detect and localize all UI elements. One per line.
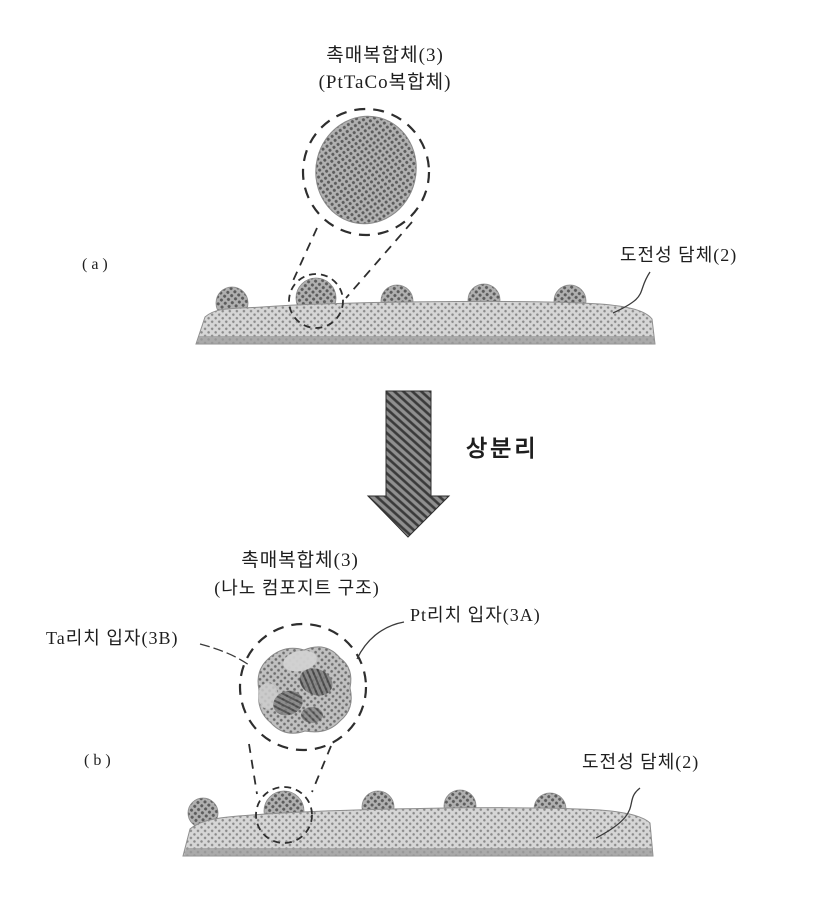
panel-a-drawing <box>195 107 656 345</box>
zoom-cone-left-b <box>248 743 258 795</box>
panel-a-support-label: 도전성 담체(2) <box>620 245 738 265</box>
support-leader-line-a <box>612 271 651 314</box>
composite-particle-a <box>315 115 417 225</box>
pt-rich-domain <box>258 683 278 709</box>
ta-rich-domain <box>273 690 303 716</box>
panel-b-label: (b) <box>84 752 115 769</box>
ta-rich-domain <box>301 707 323 723</box>
panel-a-title-line1: 촉매복합체(3) <box>326 45 444 66</box>
panel-a-label: (a) <box>82 256 112 273</box>
zoom-cone-left-a <box>291 227 318 284</box>
support-bottom-edge-b <box>184 848 653 856</box>
pt-rich-domain <box>283 650 317 672</box>
pt-label-leader-line <box>356 621 405 660</box>
panel-b-drawing <box>182 621 654 857</box>
panel-a-title-line2: (PtTaCo복합체) <box>318 72 452 93</box>
ta-label-leader-line <box>199 643 250 666</box>
zoom-source-circle-b <box>255 786 313 844</box>
conductive-support-b <box>182 807 654 857</box>
pt-rich-particle-label: Pt리치 입자(3A) <box>410 605 541 625</box>
conductive-support-a <box>195 300 656 345</box>
zoom-source-circle-a <box>288 273 344 329</box>
zoom-lens-circle-a <box>301 107 431 237</box>
zoom-cone-right-a <box>345 221 413 299</box>
zoom-lens-circle-b <box>238 622 368 752</box>
support-leader-line-b <box>595 787 641 839</box>
ta-rich-particle-label: Ta리치 입자(3B) <box>46 628 179 648</box>
support-bottom-edge-a <box>197 336 655 344</box>
panel-b-title-line2: (나노 컴포지트 구조) <box>214 578 380 598</box>
panel-b-title-line1: 촉매복합체(3) <box>241 550 359 571</box>
phase-separation-label: 상분리 <box>466 436 539 461</box>
zoom-cone-right-b <box>311 745 332 793</box>
panel-b-support-label: 도전성 담체(2) <box>582 752 700 772</box>
phase-separation-arrow-icon <box>366 390 451 538</box>
ta-rich-domain <box>299 668 333 696</box>
